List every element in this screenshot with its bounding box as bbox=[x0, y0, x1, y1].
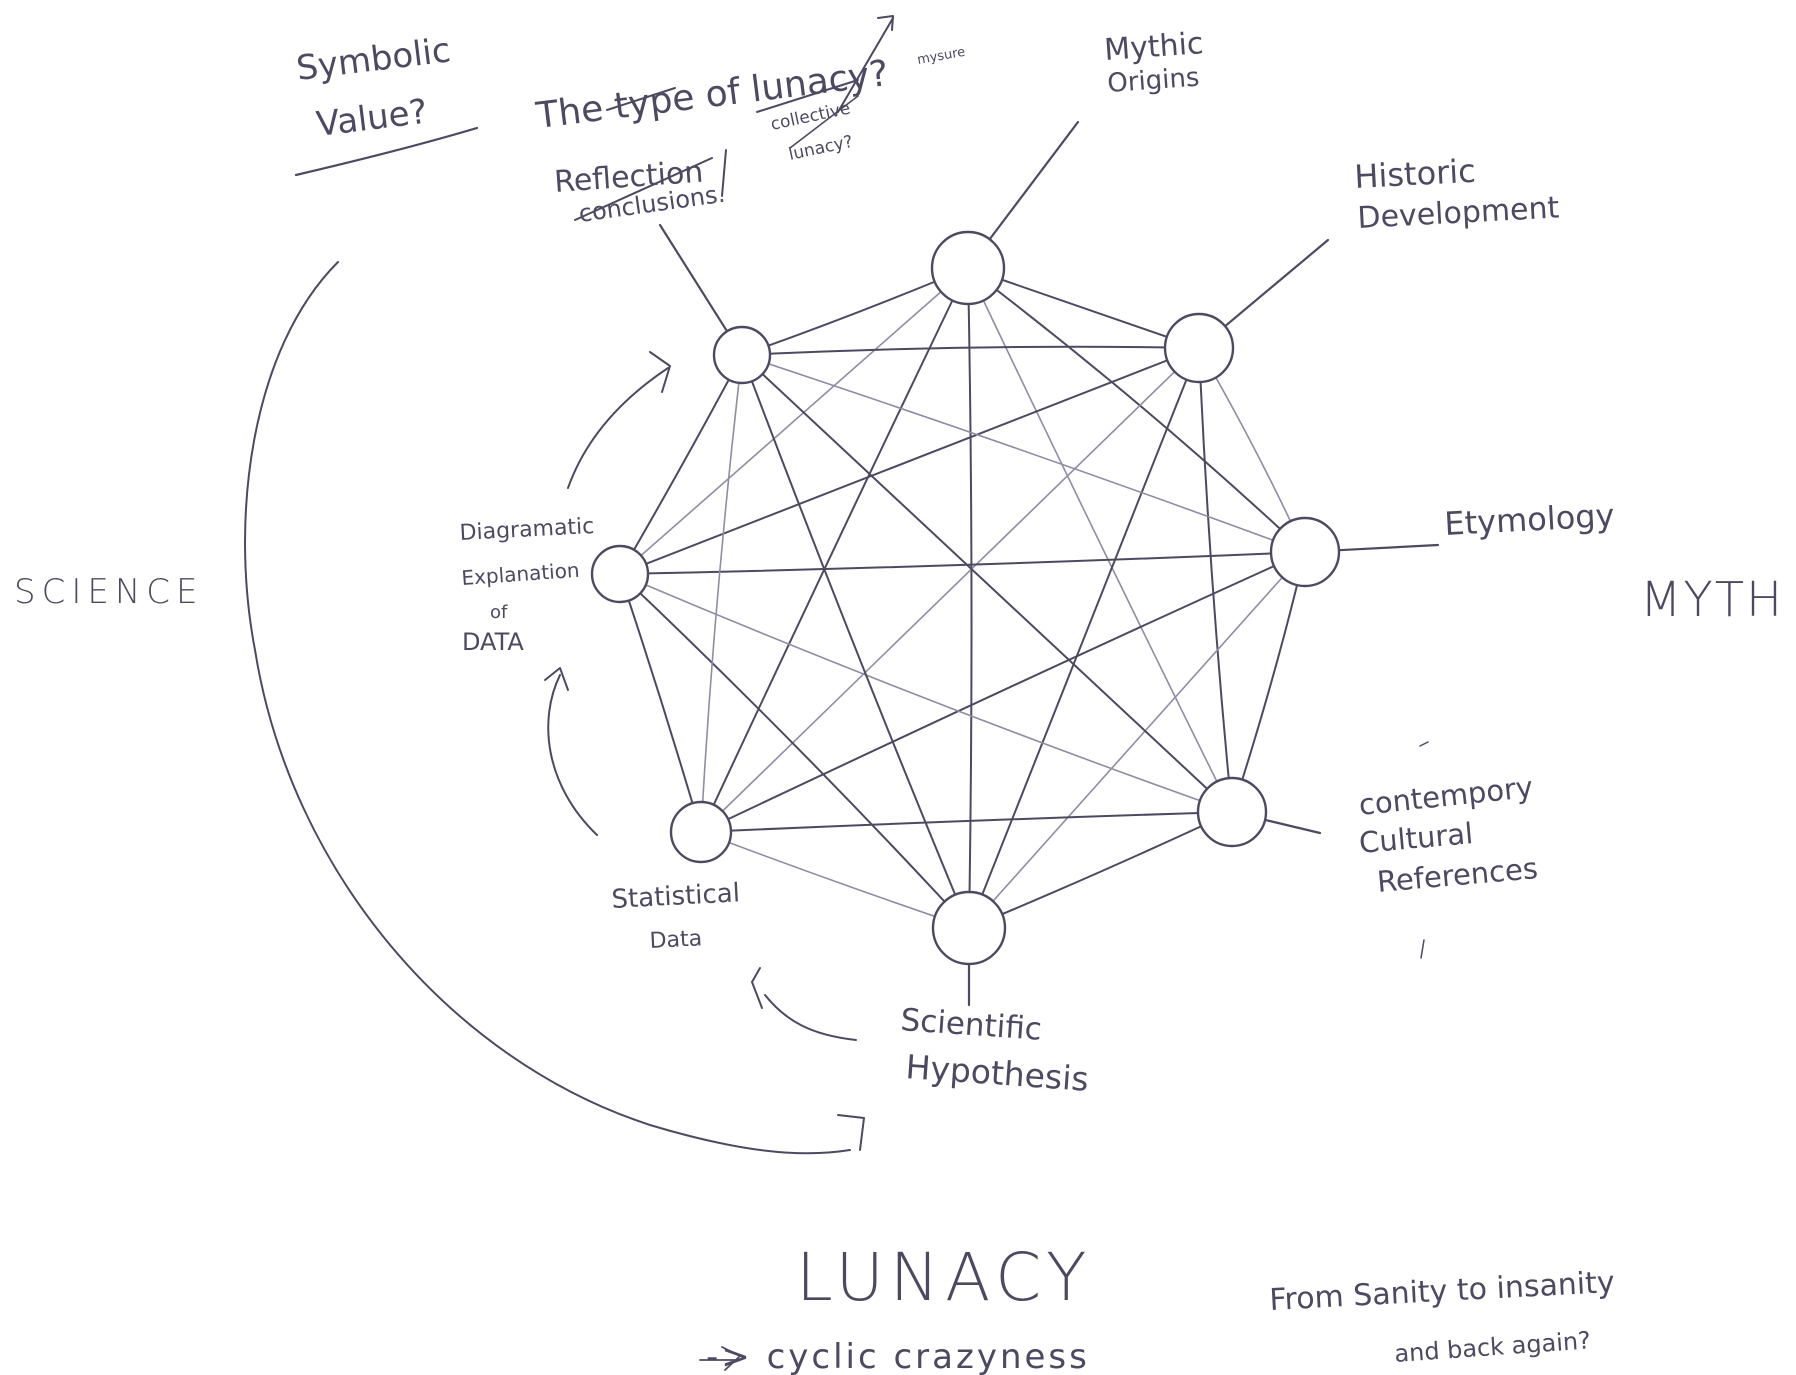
label-contemporary-3: References bbox=[1376, 851, 1540, 899]
myth-label: MYTH bbox=[1640, 572, 1784, 628]
node-reflection bbox=[712, 325, 772, 385]
label-scientific-2: Hypothesis bbox=[904, 1047, 1089, 1099]
spoke-contemporary bbox=[1263, 818, 1322, 835]
node-diagramatic bbox=[590, 544, 650, 604]
edge-mythic-diagramatic bbox=[619, 267, 969, 575]
annotations: Symbolic Value? The type of lunacy? coll… bbox=[14, 30, 1784, 1375]
edge-contemporary-diagramatic bbox=[619, 573, 1233, 813]
node-scientific bbox=[931, 890, 1007, 966]
node-spokes bbox=[658, 120, 1440, 1007]
label-etymology: Etymology bbox=[1443, 496, 1615, 543]
edge-diagramatic-reflection bbox=[619, 354, 743, 575]
symbolic-value-line2: Value? bbox=[314, 92, 429, 145]
label-mythic-2: Origins bbox=[1106, 63, 1200, 99]
edge-historic-reflection bbox=[741, 345, 1200, 356]
label-diagramatic-2: Explanation bbox=[461, 558, 581, 590]
edge-etymology-scientific bbox=[968, 551, 1306, 929]
label-diagramatic-1: Diagramatic bbox=[459, 514, 595, 546]
type-of-lunacy: The type of lunacy? bbox=[533, 53, 891, 137]
node-historic bbox=[1163, 312, 1235, 384]
edge-scientific-statistical bbox=[700, 831, 970, 929]
cycle-arrows bbox=[244, 261, 865, 1155]
label-scientific-1: Scientific bbox=[899, 1002, 1043, 1048]
label-diagramatic-3: of bbox=[490, 602, 508, 623]
edge-statistical-reflection bbox=[700, 354, 743, 833]
node-labels: Mythic Origins Historic Development Etym… bbox=[459, 26, 1615, 1099]
label-mythic-1: Mythic bbox=[1103, 26, 1204, 68]
graph-edges bbox=[619, 267, 1306, 929]
graph-nodes bbox=[590, 230, 1341, 966]
edge-scientific-reflection bbox=[741, 354, 970, 929]
edge-mythic-contemporary bbox=[967, 267, 1233, 813]
from-sanity-line1: From Sanity to insanity bbox=[1269, 1265, 1616, 1318]
spoke-historic bbox=[1223, 238, 1330, 328]
from-sanity-line2: and back again? bbox=[1393, 1326, 1591, 1368]
label-statistical-2: Data bbox=[649, 926, 703, 954]
label-contemporary-1: contempory bbox=[1357, 770, 1534, 822]
label-contemporary-2: Cultural bbox=[1358, 816, 1475, 860]
edge-historic-diagramatic bbox=[619, 347, 1200, 575]
spoke-mythic bbox=[988, 120, 1080, 241]
node-statistical bbox=[669, 800, 733, 864]
node-mythic bbox=[930, 230, 1006, 306]
lunacy-note-lunacy: lunacy? bbox=[787, 132, 855, 165]
edge-statistical-diagramatic bbox=[619, 573, 702, 833]
edge-contemporary-statistical bbox=[700, 811, 1233, 833]
edge-historic-contemporary bbox=[1198, 347, 1233, 813]
edge-historic-statistical bbox=[700, 347, 1200, 833]
edge-contemporary-reflection bbox=[741, 354, 1233, 813]
symbolic-value-line1: Symbolic bbox=[294, 30, 453, 89]
edge-scientific-diagramatic bbox=[619, 573, 970, 929]
label-historic-1: Historic bbox=[1353, 152, 1476, 196]
edge-mythic-scientific bbox=[967, 267, 973, 929]
edge-etymology-statistical bbox=[700, 551, 1306, 833]
label-diagramatic-4: DATA bbox=[462, 628, 524, 656]
node-etymology bbox=[1269, 516, 1341, 588]
edge-etymology-reflection bbox=[741, 354, 1306, 553]
lunacy-title: LUNACY bbox=[796, 1239, 1092, 1316]
edge-etymology-diagramatic bbox=[619, 551, 1306, 575]
edge-etymology-contemporary bbox=[1231, 551, 1306, 813]
cyclic-craziness: -> cyclic crazyness bbox=[706, 1337, 1090, 1375]
science-label: SCIENCE bbox=[14, 572, 204, 612]
edge-historic-scientific bbox=[968, 347, 1200, 929]
edge-mythic-etymology bbox=[967, 267, 1306, 553]
spoke-etymology bbox=[1337, 543, 1440, 552]
scribble-marks bbox=[294, 15, 1429, 1371]
node-contemporary bbox=[1196, 776, 1268, 848]
spoke-reflection bbox=[658, 223, 729, 333]
label-statistical-1: Statistical bbox=[611, 878, 741, 915]
lunacy-note-mysure: mysure bbox=[916, 45, 966, 68]
label-historic-2: Development bbox=[1357, 190, 1561, 236]
